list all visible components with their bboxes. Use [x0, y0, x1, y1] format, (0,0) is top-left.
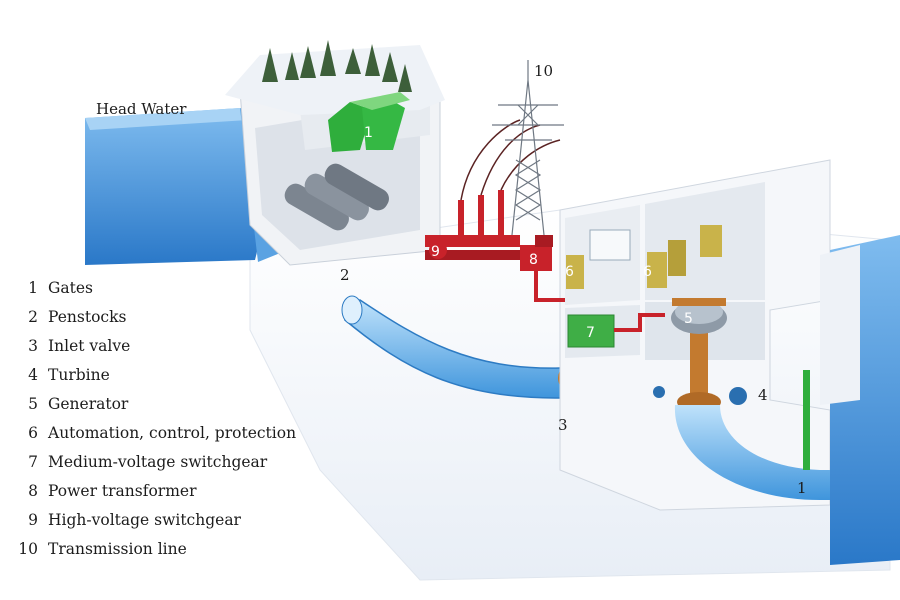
- marker-generator: 5: [684, 311, 693, 327]
- legend-item: 10 Transmission line: [8, 538, 296, 567]
- legend-item: 6 Automation, control, protection: [8, 422, 296, 451]
- tail-wall: [820, 245, 860, 405]
- marker-gates-upper: 1: [364, 125, 373, 141]
- pine-trees: [262, 40, 412, 92]
- marker-gates-lower: 1: [797, 479, 807, 497]
- legend-label: High-voltage switchgear: [48, 511, 241, 529]
- marker-power-transformer: 8: [529, 252, 538, 268]
- marker-control-right: 6: [643, 264, 652, 280]
- marker-transmission-line: 10: [534, 62, 553, 80]
- draft-tube: [674, 405, 830, 500]
- marker-hv-switchgear: 9: [431, 244, 440, 260]
- legend-number: 1: [28, 279, 38, 297]
- opening-right: [729, 387, 747, 405]
- opening-left: [653, 386, 665, 398]
- legend-label: Power transformer: [48, 482, 197, 500]
- legend-number: 2: [28, 308, 38, 326]
- legend-number: 9: [28, 511, 38, 529]
- intake-gates: [328, 92, 410, 152]
- intake-structure: [225, 40, 445, 266]
- legend-item: 7 Medium-voltage switchgear: [8, 451, 296, 480]
- busbar: [614, 313, 665, 332]
- legend-number: 3: [28, 337, 38, 355]
- legend-label: Medium-voltage switchgear: [48, 453, 268, 471]
- legend-label: Penstocks: [48, 308, 127, 326]
- tail-gate: [803, 370, 810, 470]
- legend-label: Gates: [48, 279, 93, 297]
- marker-turbine: 4: [758, 386, 768, 404]
- legend-label: Inlet valve: [48, 337, 131, 355]
- penstock-cylinders: [284, 163, 389, 231]
- legend-label: Automation, control, protection: [48, 424, 297, 442]
- hv-cables: [460, 119, 561, 201]
- legend-number: 6: [28, 424, 38, 442]
- hv-switchgear: [425, 190, 520, 260]
- legend-item: 3 Inlet valve: [8, 335, 296, 364]
- legend-label: Transmission line: [48, 540, 187, 558]
- legend-item: 4 Turbine: [8, 364, 296, 393]
- marker-penstocks: 2: [340, 266, 350, 284]
- control-cabinets: [566, 225, 722, 289]
- power-transformer: [520, 235, 565, 302]
- legend-number: 8: [28, 482, 38, 500]
- legend-item: 1 Gates: [8, 277, 296, 306]
- head-water-label: Head Water: [96, 100, 187, 118]
- legend-number: 5: [28, 395, 38, 413]
- legend-label: Turbine: [48, 366, 110, 384]
- legend-label: Generator: [48, 395, 129, 413]
- legend-number: 10: [18, 540, 38, 558]
- legend-item: 9 High-voltage switchgear: [8, 509, 296, 538]
- marker-inlet-valve: 3: [558, 416, 568, 434]
- legend-item: 5 Generator: [8, 393, 296, 422]
- marker-mv-switchgear: 7: [586, 325, 595, 341]
- marker-control-left: 6: [565, 264, 574, 280]
- legend-item: 2 Penstocks: [8, 306, 296, 335]
- legend-item: 8 Power transformer: [8, 480, 296, 509]
- generator: [671, 298, 727, 410]
- transmission-tower: [492, 60, 564, 236]
- legend-number: 7: [28, 453, 38, 471]
- legend-number: 4: [28, 366, 38, 384]
